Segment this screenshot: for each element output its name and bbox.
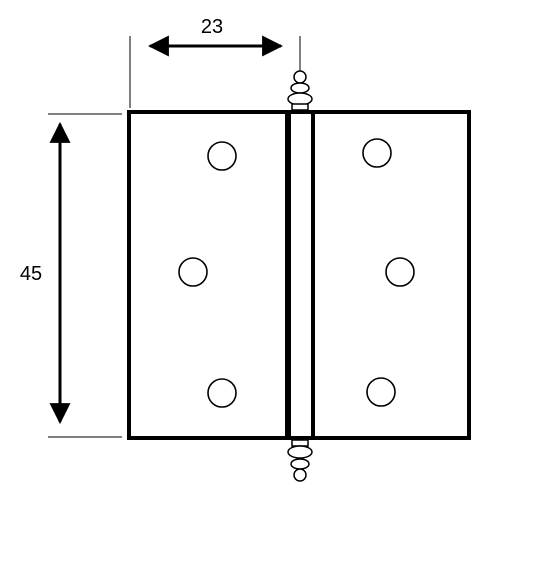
width-label: 23 [201, 16, 223, 38]
screw-hole-left-bottom [207, 378, 237, 408]
screw-hole-right-bottom [366, 377, 396, 407]
screw-hole-left-middle [178, 257, 208, 287]
bottom-finial-icon [287, 439, 313, 482]
screw-hole-left-top [207, 141, 237, 171]
width-dimension: 23 [129, 16, 301, 108]
hinge-body [127, 110, 471, 440]
right-leaf [311, 110, 471, 440]
hinge-knuckle [287, 110, 315, 440]
screw-hole-right-top [362, 138, 392, 168]
screw-hole-right-middle [385, 257, 415, 287]
top-finial-icon [287, 70, 313, 111]
screw-holes [178, 138, 415, 408]
height-dimension: 45 [20, 113, 122, 438]
height-label: 45 [20, 263, 42, 285]
